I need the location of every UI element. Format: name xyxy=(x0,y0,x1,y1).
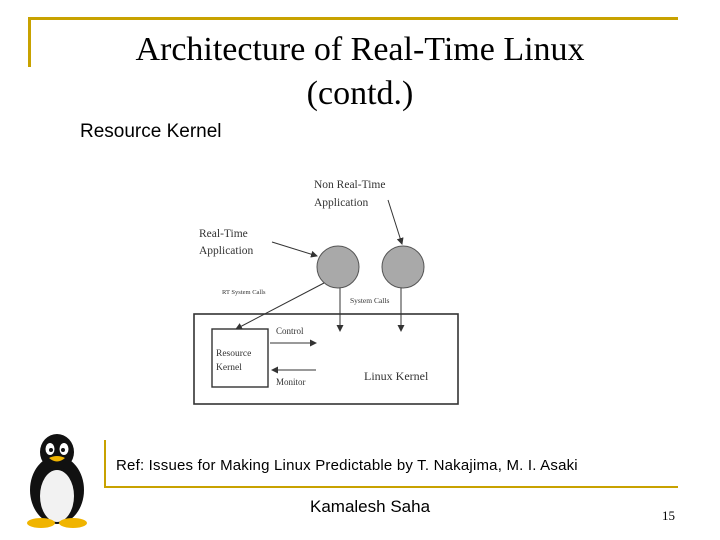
non-rt-app-arrow xyxy=(387,199,404,245)
top-accent-rule xyxy=(31,17,678,20)
system-calls-label: System Calls xyxy=(350,296,389,305)
rt-label-line-1: Real-Time xyxy=(199,228,248,240)
non-rt-label-line-2: Application xyxy=(314,197,369,209)
tux-penguin-icon xyxy=(27,434,87,528)
author-name: Kamalesh Saha xyxy=(310,497,431,516)
rt-label-line-2: Application xyxy=(199,245,254,257)
left-accent-rule xyxy=(28,17,31,67)
resource-kernel-label-line-1: Resource xyxy=(216,349,251,359)
monitor-label: Monitor xyxy=(276,377,306,387)
page-number: 15 xyxy=(662,508,675,523)
non-rt-process-circle xyxy=(381,245,425,289)
title-line-2: (contd.) xyxy=(306,75,414,112)
linux-kernel-box xyxy=(193,313,459,405)
reference-text: Ref: Issues for Making Linux Predictable… xyxy=(116,457,578,474)
rt-process-circle xyxy=(316,245,360,289)
control-label: Control xyxy=(276,326,304,336)
rt-app-arrow xyxy=(271,241,318,258)
title-line-1: Architecture of Real-Time Linux xyxy=(135,31,585,68)
rt-system-calls-label: RT System Calls xyxy=(222,289,266,296)
slide-title: Architecture of Real-Time Linux (contd.) xyxy=(60,28,660,116)
rt-system-calls-arrow xyxy=(235,282,325,330)
resource-kernel-label-line-2: Kernel xyxy=(216,363,242,373)
footer-left-rule xyxy=(104,440,106,488)
section-subtitle: Resource Kernel xyxy=(80,121,222,142)
architecture-diagram: Non Real-Time Application Real-Time Appl… xyxy=(193,179,459,405)
non-rt-label-line-1: Non Real-Time xyxy=(314,179,385,191)
footer-rule xyxy=(106,486,678,488)
linux-kernel-label: Linux Kernel xyxy=(364,369,429,383)
